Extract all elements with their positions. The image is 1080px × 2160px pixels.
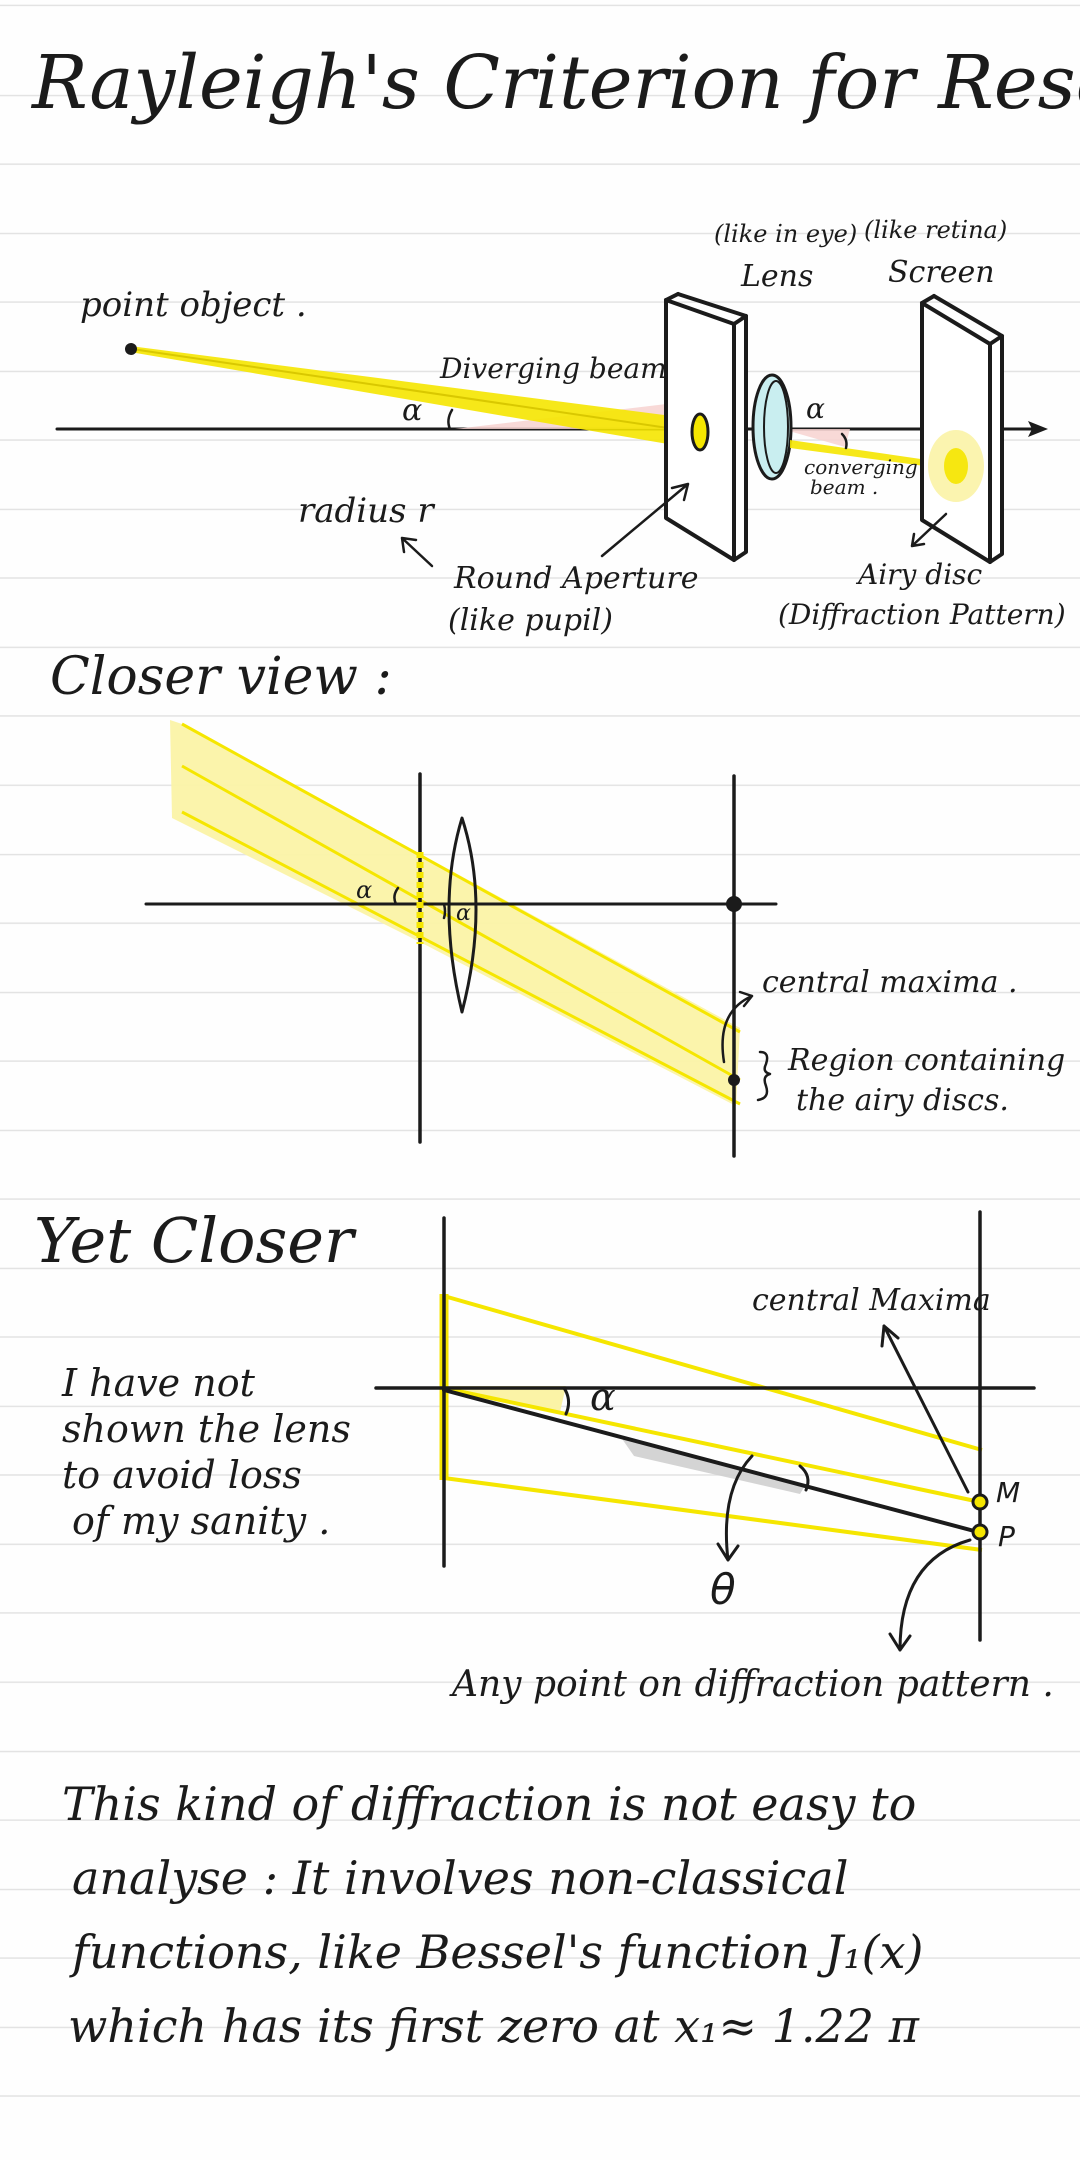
closer-alpha-label-right: α [456,901,471,926]
sanity-note-line-2: shown the lens [62,1407,351,1451]
point-m-label: M [996,1476,1020,1509]
yet-closer-diagram: α θ central Maxima M P Any point on diff… [374,1210,1054,1705]
theta-arrow [716,1454,754,1562]
any-point-pointer [888,1538,972,1652]
region-label-1: Region containing [787,1043,1065,1078]
closer-beam-band [170,720,740,1106]
bessel-note: This kind of diffraction is not easy to … [62,1777,924,2053]
bessel-note-line-3: functions, like Bessel's function J₁(x) [69,1925,924,1979]
closer-alpha-arc-right [442,902,447,920]
alpha-wedge-right [782,429,850,447]
radius-pointer-arrow [400,536,434,568]
beam-middle-line [443,1386,981,1504]
closer-view-diagram: α α central maxima . Region containing t… [144,720,1065,1158]
point-m-marker [971,1493,989,1511]
bessel-note-line-2: analyse : It involves non-classical [72,1851,848,1905]
central-maxima-yet-closer-label: central Maxima [752,1283,991,1318]
beam-bottom-line [443,1476,983,1552]
point-p-marker [971,1523,989,1541]
alpha-label-left: α [402,393,422,428]
closer-lens [447,816,478,1014]
central-maxima-label: central maxima . [762,965,1018,1000]
airy-disc-center [944,448,968,484]
diverging-beam [130,346,703,450]
yet-closer-heading: Yet Closer [34,1204,357,1277]
radius-label: radius r [298,491,435,531]
sanity-note-line-1: I have not [61,1361,256,1405]
overview-diagram: point object . (like in eye) Lens (like … [55,216,1066,638]
closer-view-heading: Closer view : [50,647,392,707]
airy-disc-pointer-arrow [910,512,948,548]
lens-label: Lens [740,259,813,294]
beam-edge-middle [181,764,741,1082]
airy-disc-label: Airy disc [855,558,983,591]
alpha-label-right: α [806,392,825,425]
lens [751,373,793,481]
screen-plate [920,294,1004,564]
theta-arc [798,1464,810,1492]
axis-arrowhead [1028,421,1048,437]
point-p-label: P [998,1520,1015,1553]
like-retina-label: (like retina) [864,216,1007,244]
beam-core [131,348,703,434]
page-title: Rayleigh's Criterion for Resolution [30,40,1080,126]
central-maxima-arrow [721,990,754,1064]
aperture-plate [664,292,748,562]
point-object-dot [125,343,137,355]
aperture-pointer-arrow [600,482,690,558]
alpha-arc-right [840,432,848,450]
closer-alpha-arc-left [393,886,400,906]
yet-closer-alpha-arc [562,1386,571,1416]
diverging-beam-label: Diverging beam [439,352,667,385]
converging-beam-label-2: beam . [810,475,878,499]
alpha-shade [446,1386,566,1412]
closer-axis-dot [726,896,742,912]
round-aperture-label: Round Aperture [453,561,698,596]
point-object-label: point object . [80,285,307,325]
like-pupil-label: (like pupil) [448,603,613,638]
like-in-eye-label: (like in eye) [714,220,857,248]
alpha-arc-left [447,408,454,431]
region-brace [756,1050,772,1102]
converging-beam [790,440,955,470]
any-point-label: Any point on diffraction pattern . [449,1664,1054,1705]
ray-to-p [442,1388,980,1534]
central-maxima-pointer [880,1324,970,1494]
yet-closer-alpha-label: α [590,1375,616,1419]
converging-beam-label-1: converging [804,455,918,479]
bessel-note-line-1: This kind of diffraction is not easy to [62,1777,916,1831]
screen-label: Screen [888,255,995,290]
beam-top-line [443,1294,983,1452]
beam-edge-lower [181,810,741,1106]
diffraction-pattern-label: (Diffraction Pattern) [778,598,1066,631]
bessel-note-line-4: which has its first zero at x₁≈ 1.22 π [68,1999,920,2053]
theta-label: θ [710,1565,736,1614]
closer-alpha-label-left: α [356,876,372,904]
region-label-2: the airy discs. [796,1083,1009,1118]
round-aperture-hole [690,412,710,452]
beam-edge-upper [181,722,741,1034]
sanity-note-line-4: of my sanity . [72,1499,330,1543]
sanity-note-line-3: to avoid loss [62,1453,302,1497]
closer-focus-dot [728,1074,740,1086]
